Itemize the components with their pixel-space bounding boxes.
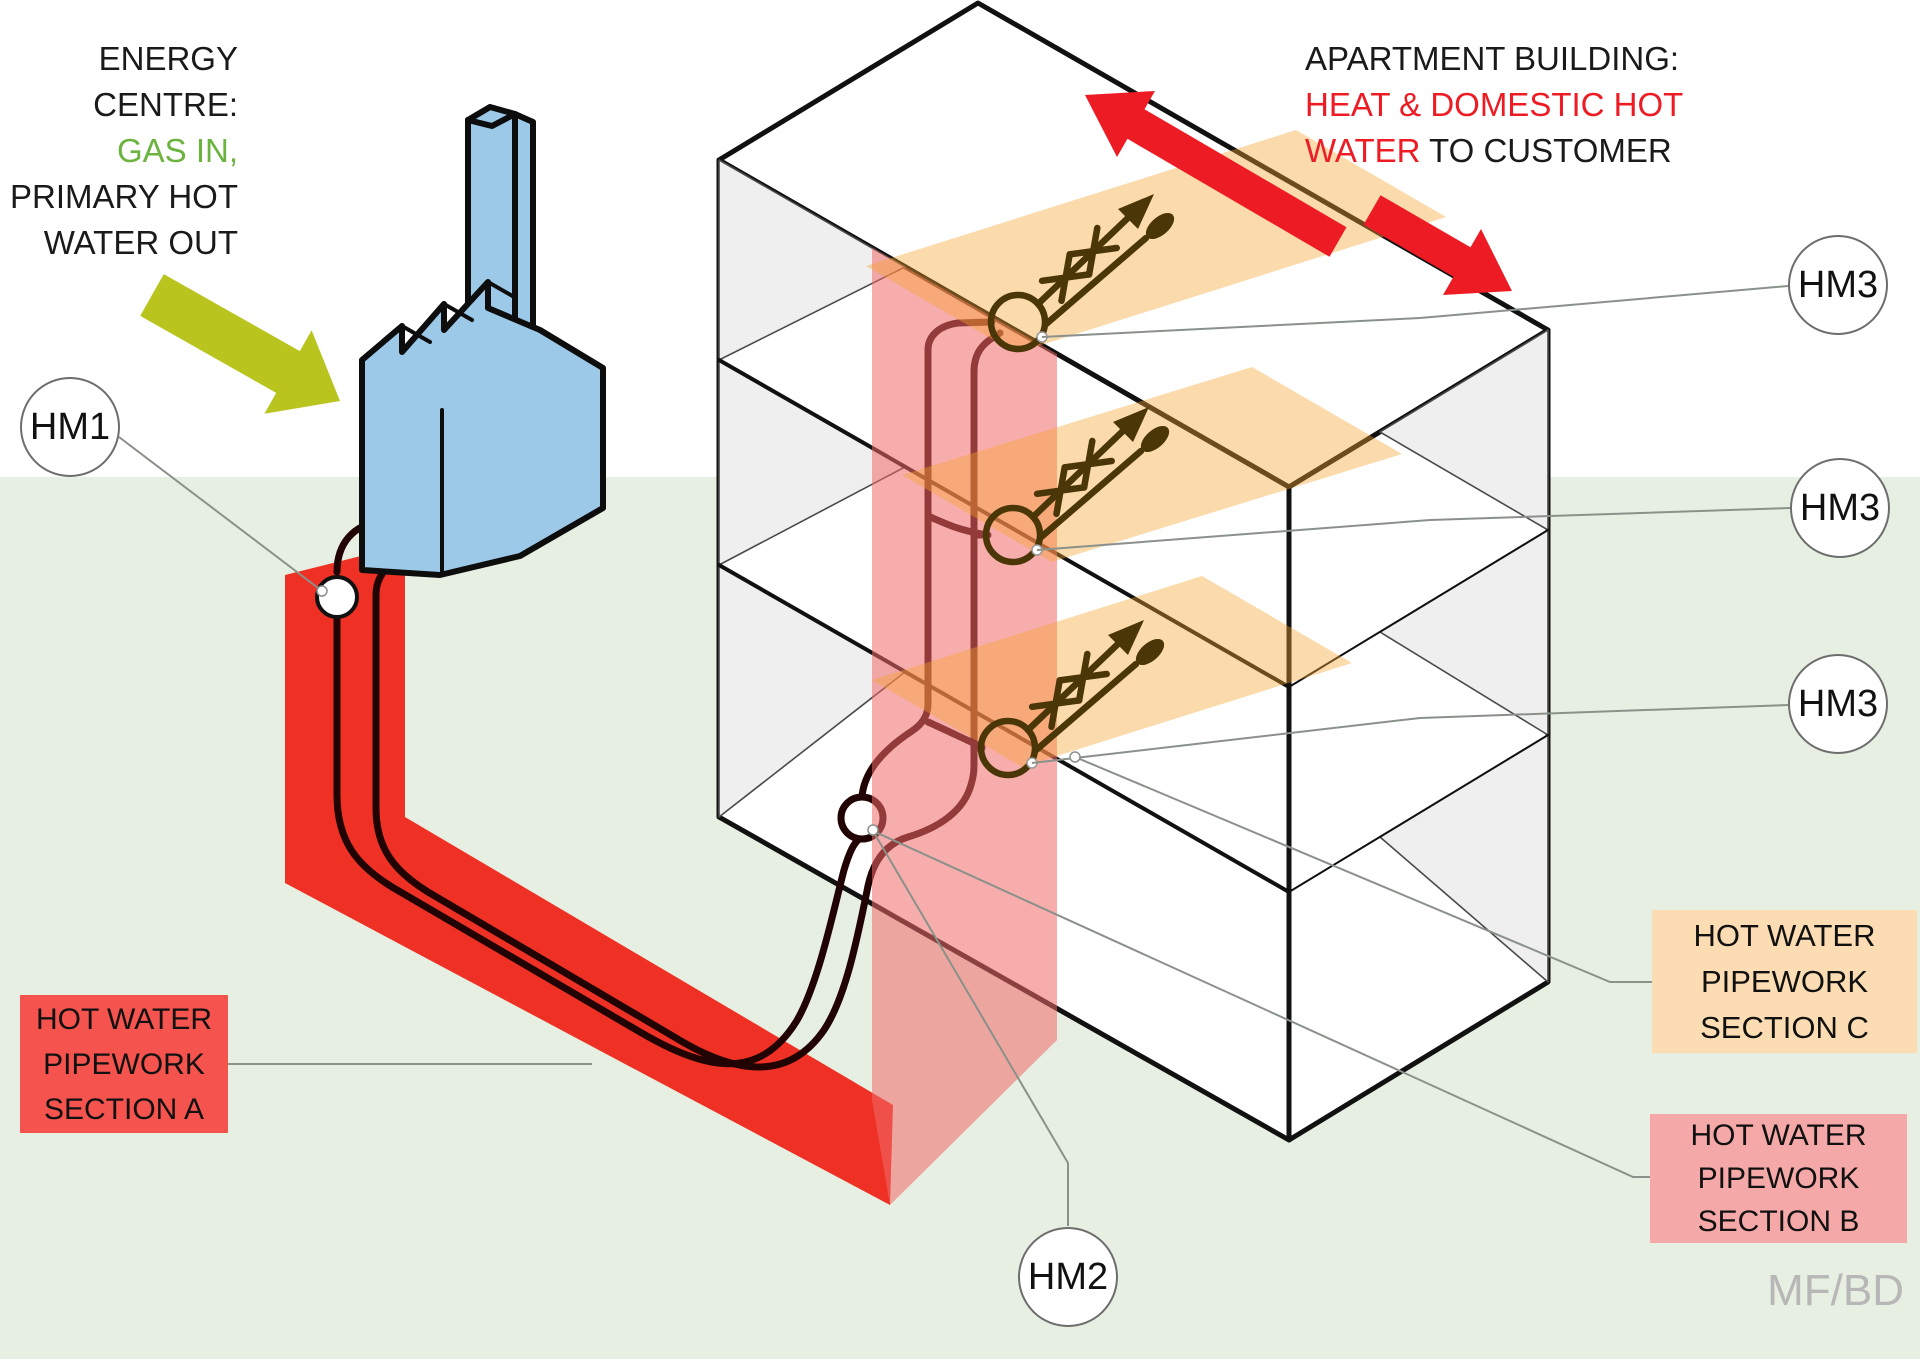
hm1-callout: HM1 — [20, 377, 120, 477]
hm1-label: HM1 — [29, 405, 111, 448]
author-watermark: MF/BD — [1767, 1266, 1904, 1315]
section-c-line: HOT WATER — [1693, 917, 1876, 953]
caption-line-water-to-customer: WATER TO CUSTOMER — [1305, 132, 1672, 169]
section-c-line: PIPEWORK — [1700, 963, 1869, 999]
heat-meter-hm1-icon — [315, 575, 359, 619]
hm3-label: HM3 — [1799, 486, 1881, 529]
factory-body — [359, 279, 606, 578]
panel-floor-1 — [872, 576, 1352, 767]
energy-centre-factory-icon — [359, 104, 606, 578]
flow-pipe-underground — [333, 613, 862, 1068]
apartment-building-caption: APARTMENT BUILDING: HEAT & DOMESTIC HOT … — [1305, 36, 1735, 174]
heat-dhw-double-arrow-icon — [1085, 91, 1512, 295]
section-b-line: SECTION B — [1697, 1205, 1860, 1238]
hm2-callout: HM2 — [1018, 1227, 1118, 1327]
gas-in-arrow-icon — [140, 274, 340, 414]
section-c-line: SECTION C — [1700, 1009, 1869, 1045]
section-b-label-box: HOT WATER PIPEWORK SECTION B — [1650, 1114, 1907, 1243]
leader-lines — [118, 285, 1791, 1226]
energy-centre-caption: ENERGY CENTRE: GAS IN, PRIMARY HOT WATER… — [0, 36, 238, 266]
section-c-label-box: HOT WATER PIPEWORK SECTION C — [1652, 910, 1917, 1053]
caption-line: APARTMENT BUILDING: — [1305, 40, 1680, 77]
caption-line-gas-in: GAS IN, — [116, 132, 238, 169]
wall-shading — [718, 159, 1549, 983]
hm3-callout-floor2: HM3 — [1790, 458, 1890, 558]
section-a-label-box: HOT WATER PIPEWORK SECTION A — [20, 995, 228, 1133]
section-a-line: PIPEWORK — [43, 1047, 205, 1081]
section-a-line: HOT WATER — [35, 1002, 213, 1036]
hm3-label: HM3 — [1797, 682, 1879, 725]
section-a-line: SECTION A — [43, 1092, 205, 1126]
hm2-label: HM2 — [1027, 1255, 1109, 1298]
caption-line: PRIMARY HOT — [10, 178, 238, 215]
caption-line: ENERGY CENTRE: — [93, 40, 238, 123]
hm3-callout-floor3: HM3 — [1788, 235, 1888, 335]
caption-line: WATER OUT — [43, 224, 238, 261]
caption-line-heat: HEAT & DOMESTIC HOT — [1305, 86, 1684, 123]
pipework-section-a — [285, 545, 893, 1205]
section-b-line: PIPEWORK — [1697, 1162, 1860, 1195]
section-b-line: HOT WATER — [1690, 1119, 1867, 1152]
hm3-label: HM3 — [1797, 263, 1879, 306]
hm3-callout-floor1: HM3 — [1788, 654, 1888, 754]
pipework-section-b-riser — [872, 248, 1057, 1205]
